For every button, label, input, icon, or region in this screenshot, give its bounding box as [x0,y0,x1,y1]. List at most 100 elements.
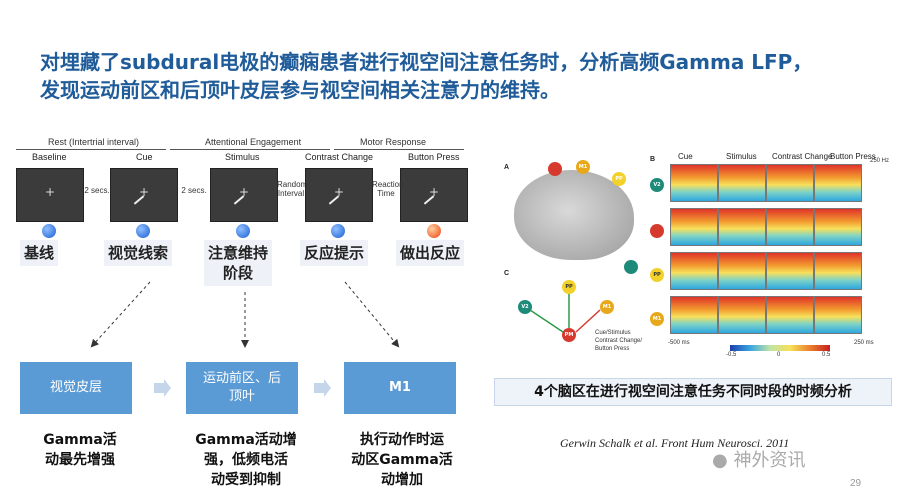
step-label-contrast-change: Contrast Change [305,152,374,162]
indicator-dot-press [427,224,441,238]
tf-cell [814,164,862,202]
colorbar-mid: 0 [777,352,781,358]
title-line-1: 对埋藏了subdural电极的癫痫患者进行视空间注意任务时，分析高频Gamma … [40,50,813,74]
stage-baseline: 基线 [20,240,59,266]
node-pp-c-label: PP [565,284,573,290]
colorbar-max: 0.5 [822,352,831,358]
tf-cell [718,296,766,334]
stage-response-cue: 反应提示 [300,240,369,266]
tf-cell [718,164,766,202]
phase-label-motor: Motor Response [360,137,427,147]
node-v2-c: V2 [518,300,532,314]
row-marker-pm [650,224,664,238]
page-number: 29 [850,478,862,489]
phase-label-rest: Rest (Intertrial interval) [48,137,140,147]
stimulus-screen-baseline: + [16,168,84,222]
panel-c-connections [529,294,601,333]
node-m1-c-label: M1 [602,304,612,310]
watermark: ● 神外资讯 [712,446,805,472]
flow-box-m1-label: M1 [389,380,411,395]
tf-cell [814,296,862,334]
tf-cell [766,164,814,202]
flow-box-premotor-parietal: 运动前区、后 顶叶 [186,362,298,414]
figure-caption: 4个脑区在进行视空间注意任务不同时段的时频分析 [494,378,892,406]
citation: Gerwin Schalk et al. Front Hum Neurosci.… [560,436,790,450]
stimulus-screen-stimulus: + [210,168,278,222]
node-m1-c: M1 [600,300,614,314]
tf-cell [670,252,718,290]
tf-cell [670,164,718,202]
time-frequency-figure: A B C M1 PP PP V2 M1 PM Cue/Stimulus Con… [500,150,890,360]
tf-header-stimulus: Stimulus [726,152,757,161]
stimulus-screen-press: + [400,168,468,222]
row-marker-v2-label: V2 [653,182,661,188]
wechat-icon: ● [712,450,728,471]
indicator-dot-stimulus [236,224,250,238]
flow-box-visual-cortex: 视觉皮层 [20,362,132,414]
stimulus-screen-cue: + [110,168,178,222]
step-label-stimulus: Stimulus [225,152,260,162]
chevron-right-icon [314,379,331,397]
time-start-label: -500 ms [668,340,690,346]
node-v2-top [624,260,638,274]
tf-cell [766,296,814,334]
phase-label-attention: Attentional Engagement [205,137,302,147]
node-v2-c-label: V2 [521,304,529,310]
tf-cell [814,252,862,290]
stimulus-screen-contrast: + [305,168,373,222]
indicator-dot-cue [136,224,150,238]
colorbar-min: -0.5 [726,352,737,358]
step-label-button-press: Button Press [408,152,460,162]
tf-cell [670,208,718,246]
node-pp-top-label: PP [615,176,623,182]
stage-make-response: 做出反应 [396,240,465,266]
row-marker-m1-label: M1 [652,316,662,322]
tf-cell [766,208,814,246]
gap-label-4: Reaction Time [372,180,404,198]
panel-letter-a: A [504,164,510,171]
panel-letter-b: B [650,156,656,163]
colorbar [730,345,830,351]
panel-letter-c: C [504,270,510,277]
tf-cell [814,208,862,246]
row-marker-v2: V2 [650,178,664,192]
note-visual-cortex: Gamma活 动最先增强 [43,432,117,468]
tf-cell [718,208,766,246]
row-marker-pp-label: PP [653,272,661,278]
tf-header-contrast: Contrast Change [772,152,833,161]
indicator-dot-contrast [331,224,345,238]
phase-line-motor [334,149,464,150]
tf-cell [766,252,814,290]
tf-cell [718,252,766,290]
gap-label-3: Random Interval [277,180,308,198]
step-label-cue: Cue [136,152,153,162]
node-pp-c: PP [562,280,576,294]
indicator-dot-baseline [42,224,56,238]
slide-title: 对埋藏了subdural电极的癫痫患者进行视空间注意任务时，分析高频Gamma … [40,48,880,104]
note-m1: 执行动作时运 动区Gamma活 动增加 [351,432,453,488]
watermark-text: 神外资讯 [733,450,806,471]
brain-surface-image [514,170,634,260]
node-pm-c: PM [562,328,576,342]
legend-contrast-change: Contrast Change/ [595,338,643,344]
tf-header-press: Button Press [830,152,876,161]
node-m1-top-label: M1 [578,164,588,170]
flow-box-premotor-parietal-label: 运动前区、后 顶叶 [202,371,281,404]
stage-visual-cue: 视觉线索 [104,240,173,266]
tf-header-cue: Cue [678,152,693,161]
row-marker-m1: M1 [650,312,664,326]
node-pp-top: PP [612,172,626,186]
gap-label-2: 2 secs. [181,186,207,195]
legend-cue-stimulus: Cue/Stimulus [595,330,631,336]
legend-button-press: Button Press [595,346,630,352]
freq-label: 250 Hz [870,158,890,164]
stage-attention-maintenance: 注意维持 阶段 [204,240,273,286]
time-end-label: 250 ms [854,340,874,346]
step-label-baseline: Baseline [32,152,67,162]
node-brain-red [548,162,562,176]
chevron-right-icon [154,379,171,397]
tf-cell [670,296,718,334]
phase-line-rest [16,149,166,150]
note-premotor-parietal: Gamma活动增 强，低频电活 动受到抑制 [195,432,297,488]
